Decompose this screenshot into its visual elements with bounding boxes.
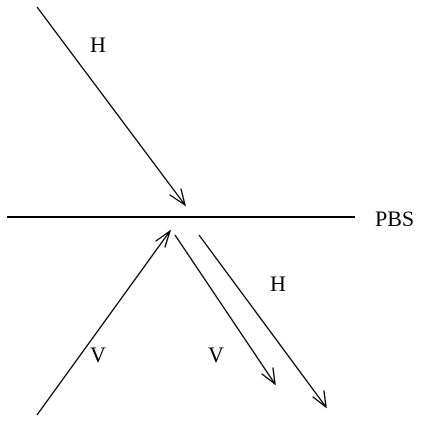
pbs-label: PBS	[375, 206, 414, 231]
beam-incoming-h	[36, 6, 187, 207]
beam-outgoing-v-arrowhead	[261, 367, 276, 386]
beam-incoming-v-label: V	[90, 342, 106, 367]
beam-incoming-v-arrowhead	[155, 229, 172, 248]
beam-outgoing-h-arrowhead	[312, 390, 327, 409]
beam-incoming-h-arrowhead	[169, 188, 187, 207]
beam-incoming-v-line	[36, 230, 171, 416]
beam-outgoing-v-line	[174, 234, 276, 385]
beam-incoming-h-label: H	[90, 32, 106, 57]
beam-incoming-v	[36, 229, 172, 416]
beam-incoming-h-line	[36, 6, 186, 206]
beam-outgoing-h	[198, 234, 327, 409]
beam-outgoing-h-line	[198, 234, 327, 408]
beam-outgoing-h-label: H	[270, 271, 286, 296]
beam-outgoing-v	[174, 234, 276, 386]
beam-outgoing-v-label: V	[208, 342, 224, 367]
